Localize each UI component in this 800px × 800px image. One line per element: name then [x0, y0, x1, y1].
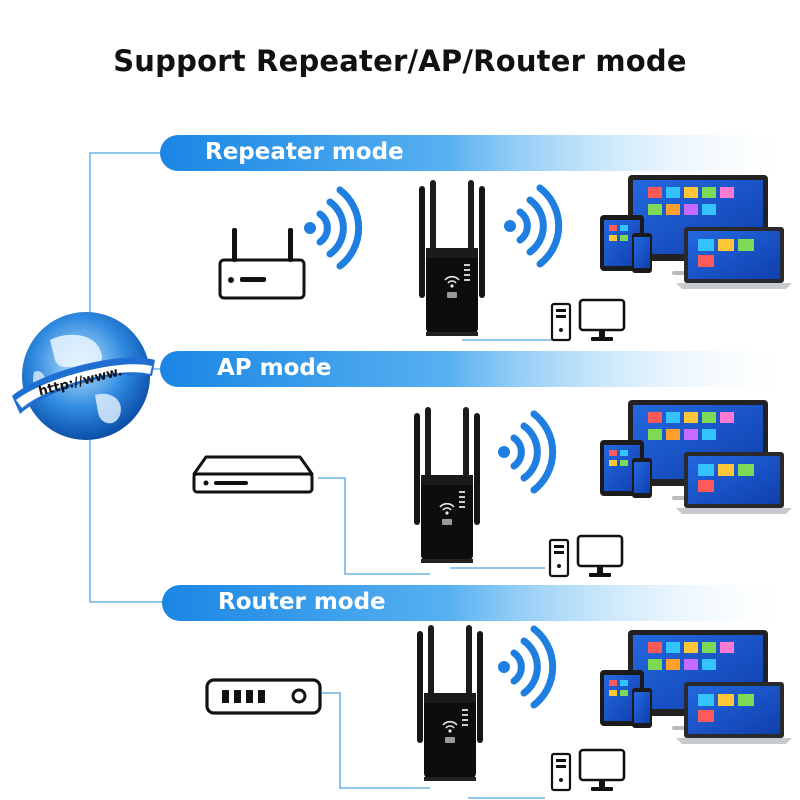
devices-icon	[600, 630, 792, 744]
switch-icon	[192, 455, 314, 494]
mode-band-repeater	[160, 135, 800, 171]
mode-band-router	[162, 585, 800, 621]
devices-icon	[600, 400, 792, 514]
wifi-signal-icon	[498, 414, 553, 490]
mode-band-ap	[160, 351, 800, 387]
mode-label-router: Router mode	[218, 589, 386, 615]
modem-icon	[205, 678, 322, 715]
wifi-signal-icon	[498, 629, 553, 705]
wifi-signal-icon	[304, 190, 359, 266]
desktop-pc-icon	[550, 298, 626, 343]
wifi-signal-icon	[504, 188, 559, 264]
diagram-title: Support Repeater/AP/Router mode	[113, 44, 687, 78]
connector-lines	[89, 152, 562, 799]
extender-icon	[413, 406, 481, 564]
mode-label-ap: AP mode	[217, 355, 332, 381]
mode-label-repeater: Repeater mode	[205, 139, 404, 165]
globe-icon	[12, 312, 155, 440]
desktop-pc-icon	[548, 534, 624, 579]
extender-icon	[418, 179, 486, 337]
desktop-pc-icon	[550, 748, 626, 793]
router-icon	[218, 228, 306, 300]
extender-icon	[416, 624, 484, 782]
devices-icon	[600, 175, 792, 289]
